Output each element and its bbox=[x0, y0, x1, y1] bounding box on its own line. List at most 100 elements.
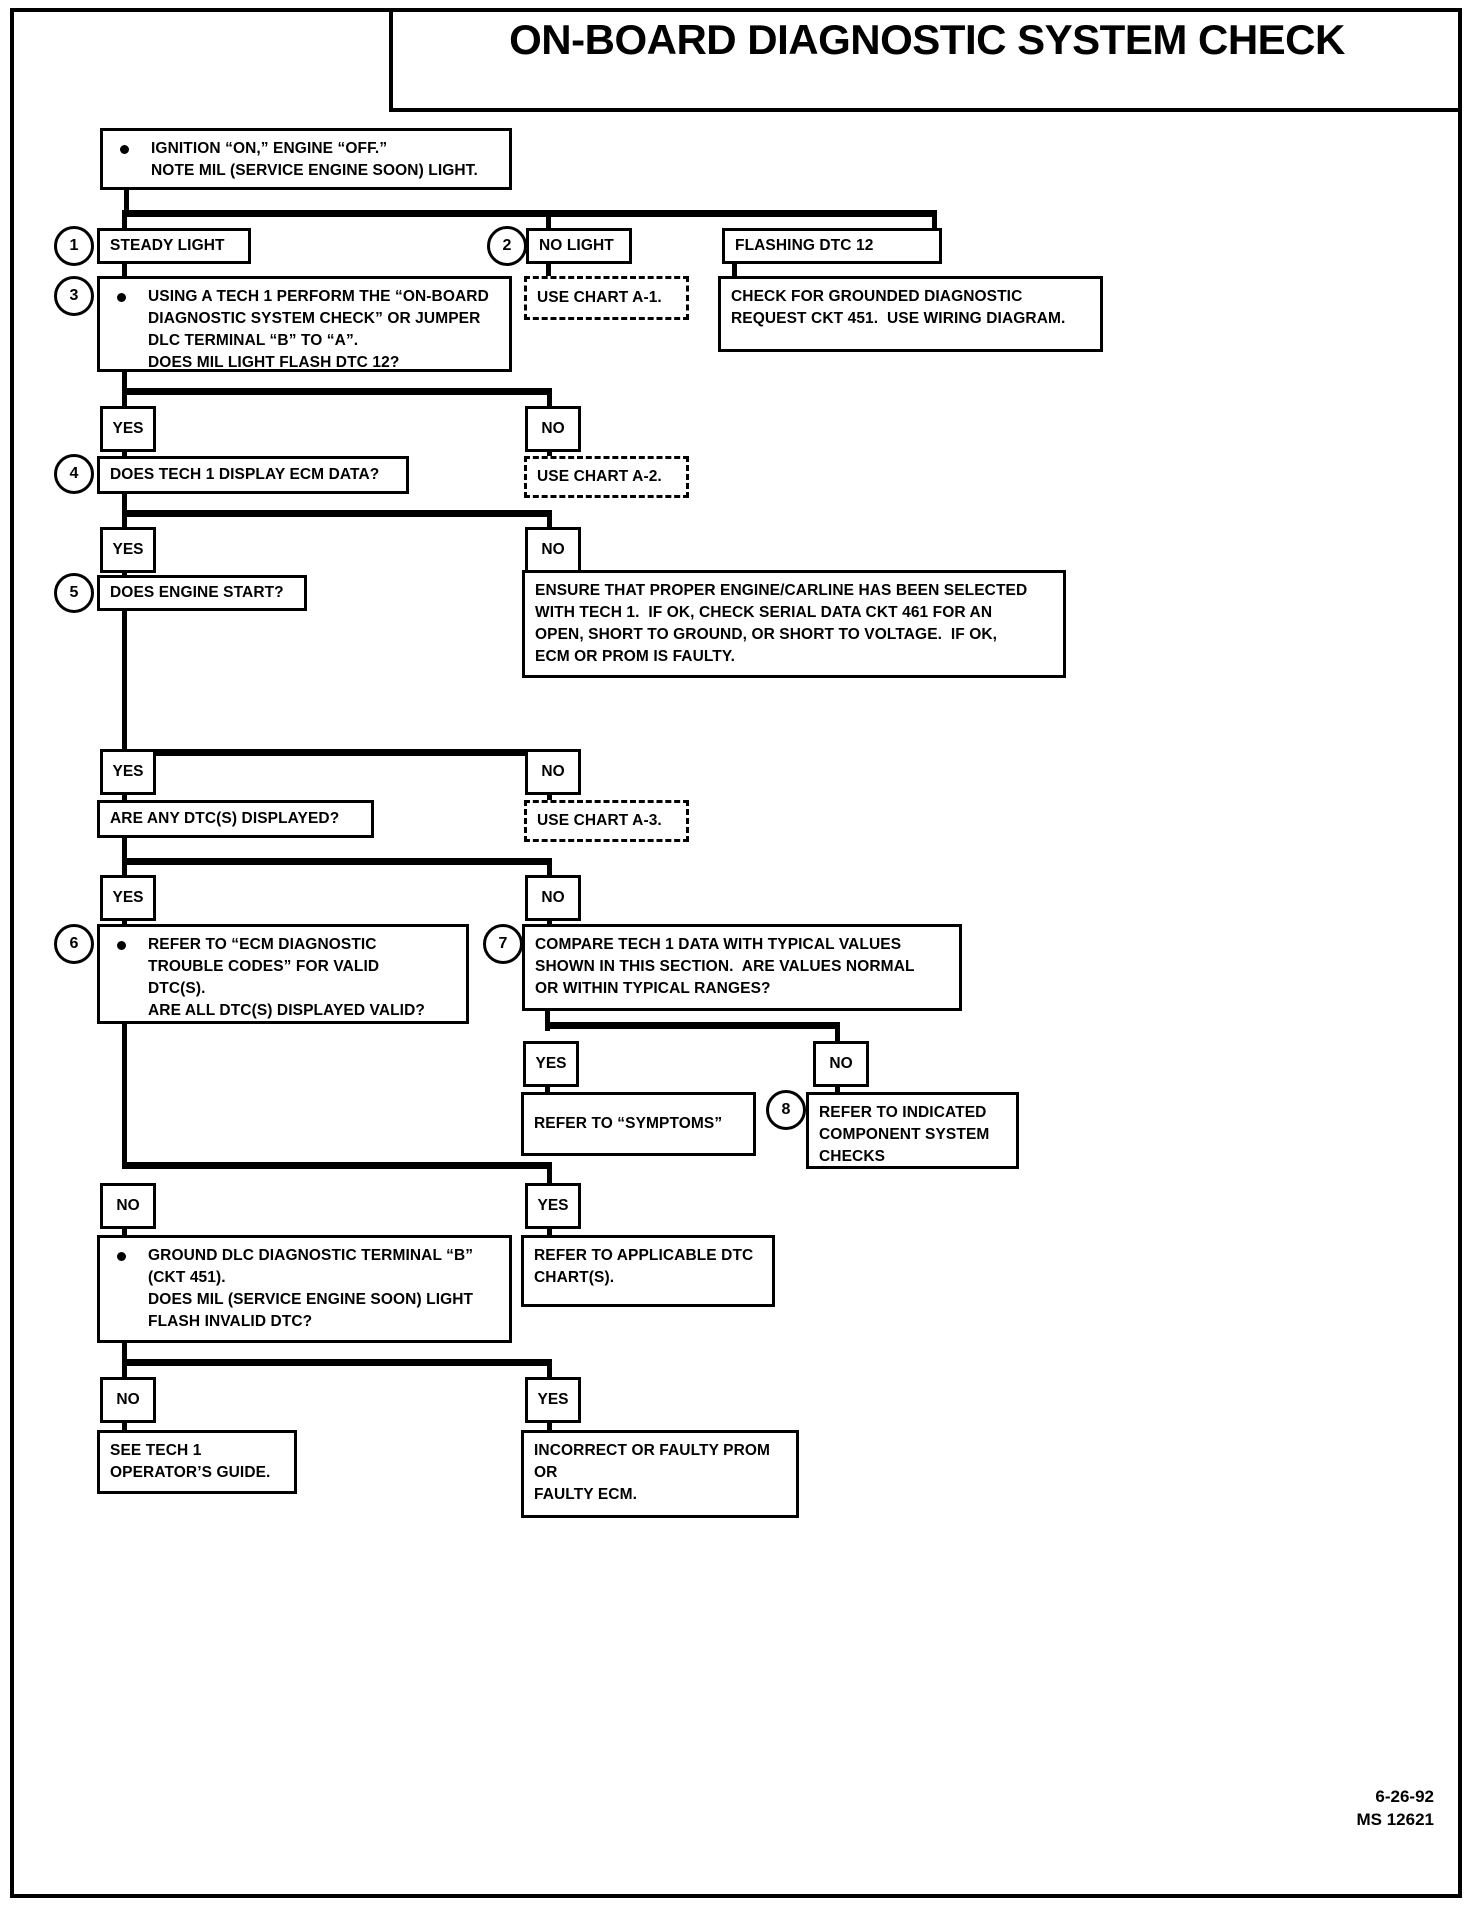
ground-dlc-line-3: DOES MIL (SERVICE ENGINE SOON) LIGHT bbox=[148, 1291, 474, 1308]
step-number-6: 6 bbox=[54, 924, 94, 964]
faulty-prom-line-3: FAULTY ECM. bbox=[534, 1486, 638, 1503]
connector-bus-3 bbox=[122, 510, 552, 517]
page-border bbox=[10, 8, 1462, 1898]
step3-line-3: DLC TERMINAL “B” TO “A”. bbox=[148, 332, 359, 349]
title-banner-frame bbox=[389, 8, 1462, 112]
step3-line-2: DIAGNOSTIC SYSTEM CHECK” OR JUMPER bbox=[148, 310, 481, 327]
faulty-prom-box: INCORRECT OR FAULTY PROM OR FAULTY ECM. bbox=[521, 1430, 799, 1518]
connector-bus3-right-drop bbox=[547, 510, 552, 532]
start-line-2: NOTE MIL (SERVICE ENGINE SOON) LIGHT. bbox=[151, 162, 478, 179]
ground-dlc-line-4: FLASH INVALID DTC? bbox=[148, 1313, 313, 1330]
connector-no7-down bbox=[835, 1085, 840, 1095]
connector-step7-down bbox=[545, 1009, 550, 1031]
faulty-prom-line-2: OR bbox=[534, 1464, 558, 1481]
chip-no-step6: NO bbox=[100, 1183, 156, 1229]
connector-bus5-right-drop bbox=[547, 858, 552, 880]
step3-line-4: DOES MIL LIGHT FLASH DTC 12? bbox=[148, 354, 400, 371]
connector-yes6-down bbox=[547, 1227, 552, 1239]
ensure-carline-line-4: ECM OR PROM IS FAULTY. bbox=[535, 648, 735, 665]
connector-step6-long-down bbox=[122, 1022, 127, 1167]
chip-no-step3: NO bbox=[525, 406, 581, 452]
footer-date: 6-26-92 bbox=[1375, 1787, 1434, 1807]
grounded-request-line-1: CHECK FOR GROUNDED DIAGNOSTIC bbox=[731, 288, 1023, 305]
step-number-8: 8 bbox=[766, 1090, 806, 1130]
refer-dtc-charts-box: REFER TO APPLICABLE DTC CHART(S). bbox=[521, 1235, 775, 1307]
connector-bus5-left-drop bbox=[122, 858, 127, 880]
step6-line-4: ARE ALL DTC(S) DISPLAYED VALID? bbox=[148, 1002, 425, 1019]
use-chart-a3-box: USE CHART A-3. bbox=[524, 800, 689, 842]
grounded-request-box: CHECK FOR GROUNDED DIAGNOSTIC REQUEST CK… bbox=[718, 276, 1103, 352]
use-chart-a1-label: USE CHART A-1. bbox=[537, 289, 662, 306]
connector-bus6-right-drop bbox=[835, 1022, 840, 1044]
chip-yes-step3: YES bbox=[100, 406, 156, 452]
page-title: ON-BOARD DIAGNOSTIC SYSTEM CHECK bbox=[509, 16, 1345, 63]
connector-step4-down bbox=[122, 492, 127, 517]
connector-no5-down bbox=[547, 793, 552, 805]
faulty-prom-line-1: INCORRECT OR FAULTY PROM bbox=[534, 1442, 771, 1459]
chip-no-step4: NO bbox=[525, 527, 581, 573]
flashing-dtc12-label: FLASHING DTC 12 bbox=[735, 237, 874, 254]
refer-symptoms-label: REFER TO “SYMPTOMS” bbox=[534, 1115, 723, 1132]
ground-dlc-line-1: GROUND DLC DIAGNOSTIC TERMINAL “B” bbox=[148, 1247, 474, 1264]
use-chart-a3-label: USE CHART A-3. bbox=[537, 812, 662, 829]
step-number-2: 2 bbox=[487, 226, 527, 266]
step8-box: REFER TO INDICATED COMPONENT SYSTEM CHEC… bbox=[806, 1092, 1019, 1169]
chip-yes-grounddlc: YES bbox=[525, 1377, 581, 1423]
ground-dlc-box: GROUND DLC DIAGNOSTIC TERMINAL “B” (CKT … bbox=[97, 1235, 512, 1343]
use-chart-a2-box: USE CHART A-2. bbox=[524, 456, 689, 498]
step7-box: COMPARE TECH 1 DATA WITH TYPICAL VALUES … bbox=[522, 924, 962, 1011]
connector-yes7-down bbox=[545, 1085, 550, 1095]
connector-grounddlc-down bbox=[122, 1341, 127, 1366]
chip-yes-step5: YES bbox=[100, 749, 156, 795]
step-number-4: 4 bbox=[54, 454, 94, 494]
ensure-carline-line-3: OPEN, SHORT TO GROUND, OR SHORT TO VOLTA… bbox=[535, 626, 998, 643]
step8-line-2: COMPONENT SYSTEM bbox=[819, 1126, 990, 1143]
ensure-carline-line-1: ENSURE THAT PROPER ENGINE/CARLINE HAS BE… bbox=[535, 582, 1028, 599]
connector-bus1-left-drop bbox=[122, 210, 127, 235]
connector-yes-final-down bbox=[547, 1421, 552, 1433]
connector-bus3-left-drop bbox=[122, 510, 127, 532]
step7-line-1: COMPARE TECH 1 DATA WITH TYPICAL VALUES bbox=[535, 936, 902, 953]
connector-bus-8 bbox=[122, 1359, 552, 1366]
steady-light-label: STEADY LIGHT bbox=[110, 237, 225, 254]
step6-line-1: REFER TO “ECM DIAGNOSTIC bbox=[148, 936, 377, 953]
flashing-dtc12-box: FLASHING DTC 12 bbox=[722, 228, 942, 264]
no-light-box: NO LIGHT bbox=[526, 228, 632, 264]
steady-light-box: STEADY LIGHT bbox=[97, 228, 251, 264]
ground-dlc-line-2: (CKT 451). bbox=[148, 1269, 226, 1286]
see-tech1-guide-box: SEE TECH 1 OPERATOR’S GUIDE. bbox=[97, 1430, 297, 1494]
step6-box: REFER TO “ECM DIAGNOSTIC TROUBLE CODES” … bbox=[97, 924, 469, 1024]
chip-no-anydtc: NO bbox=[525, 875, 581, 921]
start-instruction-box: IGNITION “ON,” ENGINE “OFF.” NOTE MIL (S… bbox=[100, 128, 512, 190]
step6-line-3: DTC(S). bbox=[148, 980, 206, 997]
connector-bus-7 bbox=[122, 1162, 552, 1169]
step7-line-2: SHOWN IN THIS SECTION. ARE VALUES NORMAL bbox=[535, 958, 915, 975]
connector-bus-6 bbox=[545, 1022, 840, 1029]
step4-box: DOES TECH 1 DISPLAY ECM DATA? bbox=[97, 456, 409, 494]
connector-step5-long-down bbox=[122, 609, 127, 756]
connector-step3-down bbox=[122, 370, 127, 395]
chip-yes-step4: YES bbox=[100, 527, 156, 573]
connector-bus-4 bbox=[122, 749, 552, 756]
chip-yes-anydtc: YES bbox=[100, 875, 156, 921]
connector-anydtc-down bbox=[122, 836, 127, 861]
no-light-label: NO LIGHT bbox=[539, 237, 614, 254]
any-dtcs-label: ARE ANY DTC(S) DISPLAYED? bbox=[110, 810, 340, 827]
chip-no-grounddlc: NO bbox=[100, 1377, 156, 1423]
step8-line-3: CHECKS bbox=[819, 1148, 886, 1165]
step7-line-3: OR WITHIN TYPICAL RANGES? bbox=[535, 980, 771, 997]
connector-bus2-right-drop bbox=[547, 388, 552, 410]
connector-no6-down bbox=[122, 1227, 127, 1239]
chip-no-step5: NO bbox=[525, 749, 581, 795]
chip-no-step7: NO bbox=[813, 1041, 869, 1087]
connector-bus8-left-drop bbox=[122, 1359, 127, 1381]
step-number-7: 7 bbox=[483, 924, 523, 964]
connector-bus7-right-drop bbox=[547, 1162, 552, 1184]
step-number-3: 3 bbox=[54, 276, 94, 316]
grounded-request-line-2: REQUEST CKT 451. USE WIRING DIAGRAM. bbox=[731, 310, 1066, 327]
connector-bus8-right-drop bbox=[547, 1359, 552, 1381]
footer-doc-id: MS 12621 bbox=[1356, 1810, 1435, 1830]
use-chart-a1-box: USE CHART A-1. bbox=[524, 276, 689, 320]
ensure-carline-line-2: WITH TECH 1. IF OK, CHECK SERIAL DATA CK… bbox=[535, 604, 993, 621]
